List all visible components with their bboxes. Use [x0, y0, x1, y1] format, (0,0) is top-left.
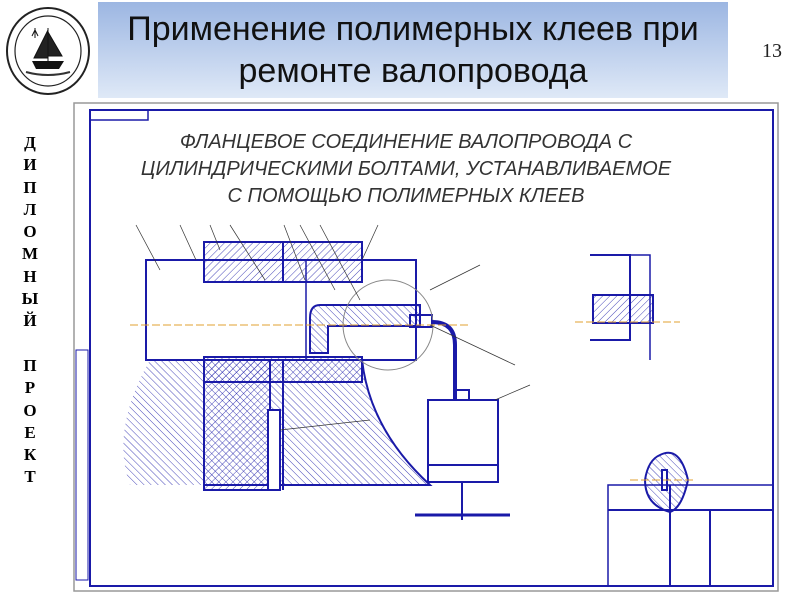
vertical-letter: Н: [23, 266, 37, 286]
vertical-letter: П: [23, 355, 37, 375]
university-logo: [4, 6, 92, 96]
vertical-letter: Д: [24, 133, 36, 152]
drawing-frame: [89, 109, 774, 587]
drawing-title-line2: ЦИЛИНДРИЧЕСКИМИ БОЛТАМИ, УСТАНАВЛИВАЕМОЕ: [141, 158, 672, 180]
vertical-letter: Р: [24, 378, 36, 398]
vertical-letter: П: [23, 177, 37, 197]
vertical-letter: М: [21, 244, 39, 264]
vertical-letter: О: [23, 222, 37, 242]
vertical-letter: Ы: [21, 289, 39, 309]
vertical-letter: Т: [24, 467, 36, 487]
vertical-letter: И: [23, 155, 37, 175]
slide-title-banner: Применение полимерных клеев при ремонте …: [98, 2, 728, 98]
vertical-letter: Л: [23, 199, 37, 219]
page-number: 13: [762, 40, 782, 62]
vertical-letter: К: [23, 445, 37, 465]
slide-title-line2: ремонте валопровода: [238, 52, 588, 90]
engineering-drawing: ФЛАНЦЕВОЕ СОЕДИНЕНИЕ ВАЛОПРОВОДА С ЦИЛИН…: [70, 100, 782, 594]
vertical-letter: О: [23, 400, 37, 420]
vertical-letter: Е: [24, 422, 36, 442]
vertical-letter: [28, 333, 32, 355]
vertical-letter: Й: [23, 311, 37, 331]
drawing-title-line3: С ПОМОЩЬЮ ПОЛИМЕРНЫХ КЛЕЕВ: [227, 185, 584, 207]
slide-title-line1: Применение полимерных клеев при: [127, 10, 699, 48]
drawing-title-line1: ФЛАНЦЕВОЕ СОЕДИНЕНИЕ ВАЛОПРОВОДА С: [180, 131, 633, 153]
